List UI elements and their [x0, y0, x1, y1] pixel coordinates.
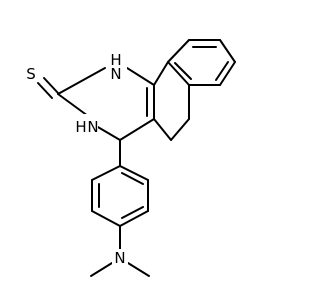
bond-c6-c5 — [170, 118, 190, 141]
bond-ar1-ar2-double — [121, 172, 144, 185]
atom-bg-s — [24, 65, 38, 82]
bond-cs-2 — [37, 82, 53, 99]
bond-c10a-c6a-double — [174, 62, 192, 80]
atom-label-nh1-n: N — [110, 65, 121, 83]
molecule-structure: S H N H N N — [24, 39, 236, 277]
bond-ar3-ar4-double — [121, 206, 144, 219]
bond-n-me2 — [127, 262, 150, 277]
atom-label-n-dimethyl: N — [114, 249, 125, 267]
bond-c8-c7-double — [215, 61, 229, 81]
bond-cs-1 — [43, 77, 59, 94]
bond-c5-c4a — [153, 118, 172, 141]
atom-label-nh1-h: H — [110, 51, 121, 69]
atom-bg-nh1 — [106, 58, 127, 80]
bond-c10b-c10a — [153, 61, 169, 86]
bond-c8-c7 — [219, 61, 236, 86]
bond-n3-c2 — [57, 93, 89, 117]
bond-ar1-ar2 — [119, 165, 149, 181]
bond-ar3-ar4 — [119, 210, 149, 227]
bond-n-me1 — [90, 262, 113, 277]
bond-n1-c10b — [126, 67, 155, 86]
atom-label-nh3-h: H — [75, 118, 86, 136]
atom-label-sulfur: S — [26, 65, 36, 83]
bond-ar6-ar1 — [91, 165, 121, 181]
bond-c6a-c10a — [167, 61, 190, 86]
bond-c4a-c4 — [119, 118, 155, 141]
molecule-canvas: S H N H N N — [24, 39, 236, 277]
bond-c2-n1 — [57, 67, 106, 95]
bond-c9-c8 — [219, 39, 236, 63]
bond-ar4-ar5 — [91, 210, 121, 227]
atom-bg-nh3 — [76, 114, 98, 134]
bond-c10a-c10 — [167, 39, 190, 63]
atom-bg-n-dimethyl — [112, 249, 128, 265]
atom-label-nh3-n: N — [87, 118, 98, 136]
